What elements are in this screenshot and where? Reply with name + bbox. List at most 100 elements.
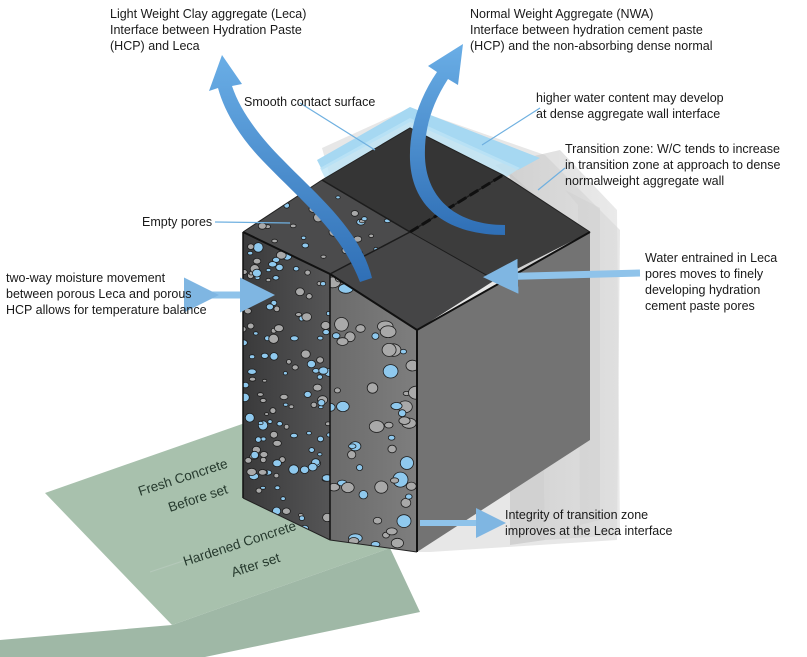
pore [259,398,267,403]
pore [301,242,309,249]
pore [288,464,300,475]
leader-lines [214,102,566,224]
pore [299,465,310,474]
pore [322,329,330,336]
label-water-entrained: Water entrained in Leca pores moves to f… [645,251,778,313]
pore [275,263,284,271]
pore [361,216,368,222]
pore [396,514,412,528]
pore [281,507,291,515]
pore [300,235,307,240]
pore [301,312,312,322]
pore [264,412,270,416]
label-higher-water: higher water content may develop at dens… [536,91,724,121]
pore [243,197,254,205]
cube-right-face [417,232,590,552]
pore [320,254,327,259]
pore [330,483,340,492]
pore [316,435,324,443]
pore [320,321,330,330]
pore [387,434,396,441]
pore [244,457,253,464]
pore [356,464,364,472]
pore [335,195,341,200]
pore [260,485,266,490]
pore [358,490,369,500]
pore [326,432,330,438]
pore [333,387,341,394]
pore [247,250,254,256]
pore [306,430,312,436]
pore [272,439,282,447]
pore [273,305,281,313]
pore [251,180,262,191]
pore [283,423,290,430]
pore [341,481,355,493]
pore [336,337,349,346]
pore [398,409,407,418]
pore [295,287,305,297]
label-integrity: Integrity of transition zone improves at… [505,508,673,538]
pore [320,281,327,287]
pore [255,487,263,494]
pore [276,421,283,427]
pore [271,238,278,244]
pore [243,392,250,402]
pore [306,359,316,369]
pore [300,349,311,359]
pore [272,275,280,281]
pore [288,404,295,409]
pore [372,517,383,525]
pore [400,497,412,508]
pore [280,496,286,501]
pore [334,317,349,332]
pore [405,359,417,372]
pore [249,354,256,360]
label-two-way-moisture: two-way moisture movement between porous… [6,271,207,317]
pore [385,527,398,536]
label-transition-zone: Transition zone: W/C tends to increase i… [565,142,781,188]
pore [304,269,311,276]
label-leca-interface: Light Weight Clay aggregate (Leca) Inter… [110,7,307,53]
pore [257,392,264,397]
pore [265,277,272,283]
pore [248,376,257,382]
pore [273,324,284,333]
pore [257,420,264,426]
slab-hardened-section [0,548,420,657]
pore [384,421,394,429]
cube-top-front [330,232,495,330]
pore [405,481,417,491]
pore [269,407,277,414]
pore [310,401,318,408]
pore [336,400,350,412]
pore [312,383,323,392]
pore [263,193,269,198]
pore [289,223,297,229]
pore [348,443,357,449]
pore [374,480,389,494]
pore [273,472,280,479]
label-smooth-contact: Smooth contact surface [244,95,376,109]
pore [247,368,257,375]
nwa-interface-arrow [409,44,505,235]
pore [317,452,323,457]
pore [368,233,375,238]
pore [279,393,289,400]
label-nwa-interface: Normal Weight Aggregate (NWA) Interface … [470,7,713,53]
pore [316,356,325,364]
pore [267,419,273,424]
pore [252,258,262,265]
pore [305,293,313,300]
pore [387,444,397,454]
pore [272,459,282,468]
pore [269,430,278,439]
pore [276,187,283,195]
pore [265,303,274,311]
pore [265,268,272,273]
pore [399,456,414,470]
pore [390,477,400,484]
pore [379,325,397,339]
pore [252,268,262,278]
